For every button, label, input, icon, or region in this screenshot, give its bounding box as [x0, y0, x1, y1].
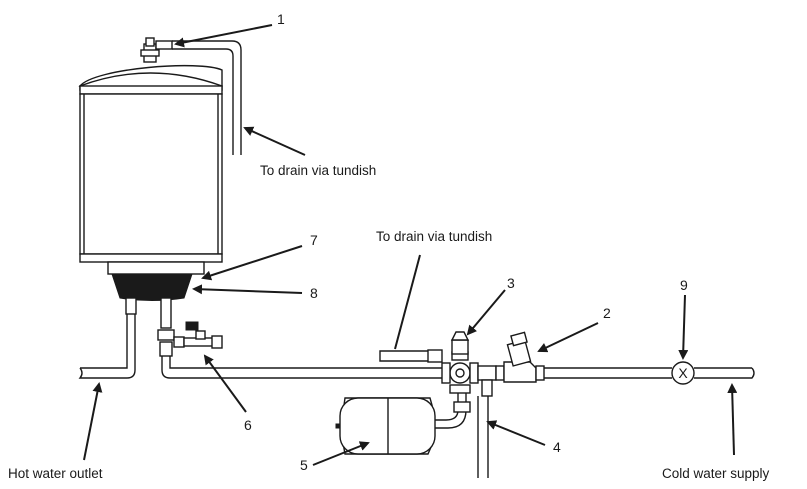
- tee-and-discharge-pipe: [477, 365, 497, 478]
- callout-3: 3: [507, 275, 515, 291]
- pressure-reducing-valve: [495, 331, 545, 383]
- callout-7: 7: [310, 232, 318, 248]
- callout-6: 6: [244, 417, 252, 433]
- drain-cock: [173, 321, 223, 349]
- callout-9: 9: [680, 277, 688, 293]
- text-labels: To drain via tundish To drain via tundis…: [8, 11, 770, 481]
- callout-1: 1: [277, 11, 285, 27]
- temperature-pressure-relief-valve: [140, 37, 173, 63]
- callout-4: 4: [553, 439, 561, 455]
- water-heater-cylinder: [78, 64, 223, 301]
- top-discharge-pipe: [172, 40, 242, 155]
- inlet-control-group: [379, 331, 479, 394]
- label-drain-top: To drain via tundish: [260, 163, 376, 178]
- callout-2: 2: [603, 305, 611, 321]
- leader-lines: [83, 24, 738, 466]
- cold-supply-pipe: [544, 367, 755, 379]
- label-hot-water-outlet: Hot water outlet: [8, 466, 103, 481]
- callout-8: 8: [310, 285, 318, 301]
- callout-5: 5: [300, 457, 308, 473]
- label-drain-mid: To drain via tundish: [376, 229, 492, 244]
- cold-inlet-pipe: [157, 297, 445, 379]
- isolating-valve: X: [671, 361, 695, 385]
- valve-x-symbol: X: [678, 365, 688, 381]
- hot-water-outlet-pipe: [78, 297, 137, 379]
- label-cold-water-supply: Cold water supply: [662, 466, 770, 481]
- expansion-vessel: [335, 390, 471, 455]
